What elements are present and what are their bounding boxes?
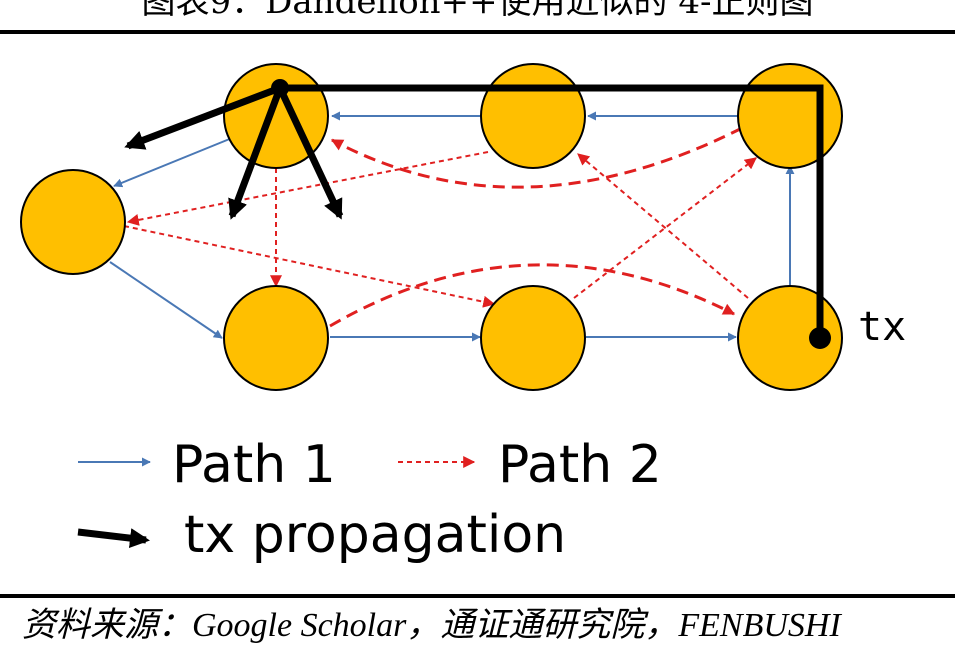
graph-node [737,63,843,169]
path2-edge [329,263,736,328]
graph-node [480,63,586,169]
path2-edge [123,225,496,308]
path1-edge [113,137,233,188]
graph-node [737,285,843,391]
path2-edge [330,126,743,189]
path1-edge [109,261,223,339]
tx-edge [276,86,344,220]
tx-relay-dot [271,79,289,97]
legend-tx-swatch [77,528,150,549]
tx-label: tx [858,304,906,350]
tx-edge [228,86,284,220]
legend-tx-label: tx propagation [184,505,566,565]
graph-node [480,285,586,391]
tx-origin-dot [809,327,831,349]
regular-graph-diagram: tx Path 1 Path 2 tx propagation [20,63,906,565]
path2-edge [577,153,749,299]
graph-nodes [20,63,843,391]
tx-edge [124,84,282,150]
path1-edges [109,111,795,342]
path2-edge [126,151,489,226]
bottom-rule [0,594,955,598]
source-note: 资料来源：Google Scholar，通证通研究院，FENBUSHI [22,607,841,644]
path2-edge [573,157,757,299]
legend: Path 1 Path 2 tx propagation [77,435,662,565]
graph-node [223,285,329,391]
legend-path2-label: Path 2 [498,435,662,495]
path2-edges [123,126,757,328]
graph-node [20,169,126,275]
tx-route [280,84,824,338]
figure-title: 图表9：Dandelion++使用近似的 4-正则图 [141,0,814,22]
tx-propagation-edges [124,84,824,338]
legend-path1-label: Path 1 [172,435,336,495]
top-rule [0,30,955,34]
